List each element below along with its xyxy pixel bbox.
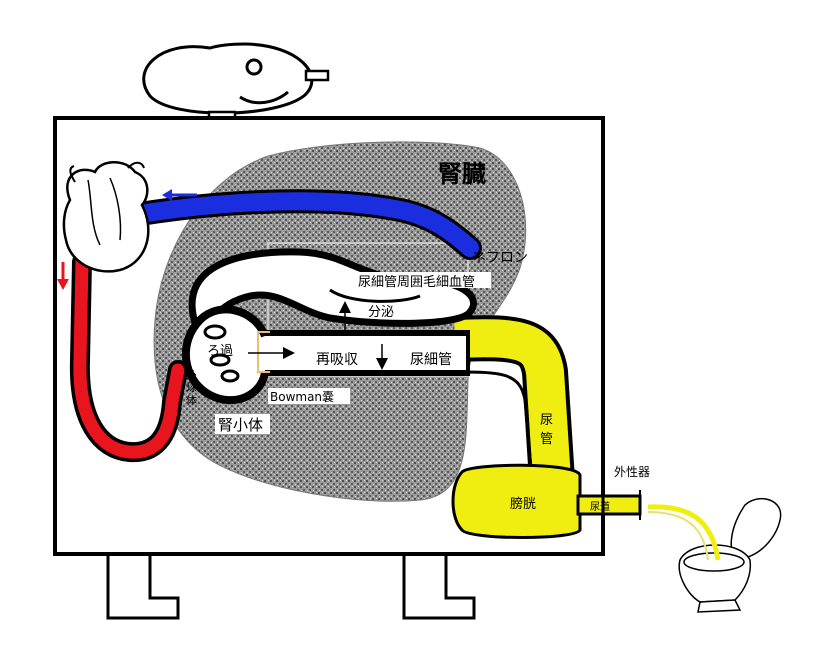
glomerulus-label-3: 体 <box>186 393 197 407</box>
renal-tubule-label: 尿細管 <box>410 352 452 368</box>
nephron <box>181 248 477 405</box>
arterial-flow-arrow <box>57 262 69 290</box>
bowman-capsule-label: Bowman嚢 <box>270 389 334 404</box>
bladder-label: 膀胱 <box>510 496 536 512</box>
glomerulus-label-1: 糸 <box>186 368 197 381</box>
nose <box>304 69 330 82</box>
glomerulus-label-2: 球 <box>186 380 197 394</box>
legs <box>106 553 476 620</box>
heart <box>62 161 150 273</box>
capillary-label-bg <box>356 272 491 288</box>
urinary-tract <box>451 315 642 539</box>
urine-stream <box>647 504 721 561</box>
reabsorption-label: 再吸収 <box>316 352 358 368</box>
renal-corpuscle-label: 腎小体 <box>218 416 263 434</box>
urethra-label: 尿道 <box>590 500 610 513</box>
bladder-shape <box>451 463 582 539</box>
toilet <box>678 497 782 613</box>
nephron-label: ネフロン <box>472 250 528 266</box>
ureter-label-2: 管 <box>540 432 553 447</box>
mouth <box>239 90 289 105</box>
kidney-label: 腎臓 <box>438 160 486 188</box>
bowman-label-bg <box>268 388 350 404</box>
secretion-label: 分泌 <box>368 305 394 320</box>
ureter-label-1: 尿 <box>540 413 553 428</box>
peritubular-capillary-label: 尿細管周囲毛細血管 <box>358 275 475 290</box>
corpuscle-label-bg <box>215 414 270 434</box>
head <box>142 42 330 115</box>
venous-flow-arrow <box>162 189 197 201</box>
filtration-label: ろ過 <box>207 344 233 359</box>
external-genitalia-label: 外性器 <box>614 465 650 479</box>
eye <box>245 58 263 76</box>
